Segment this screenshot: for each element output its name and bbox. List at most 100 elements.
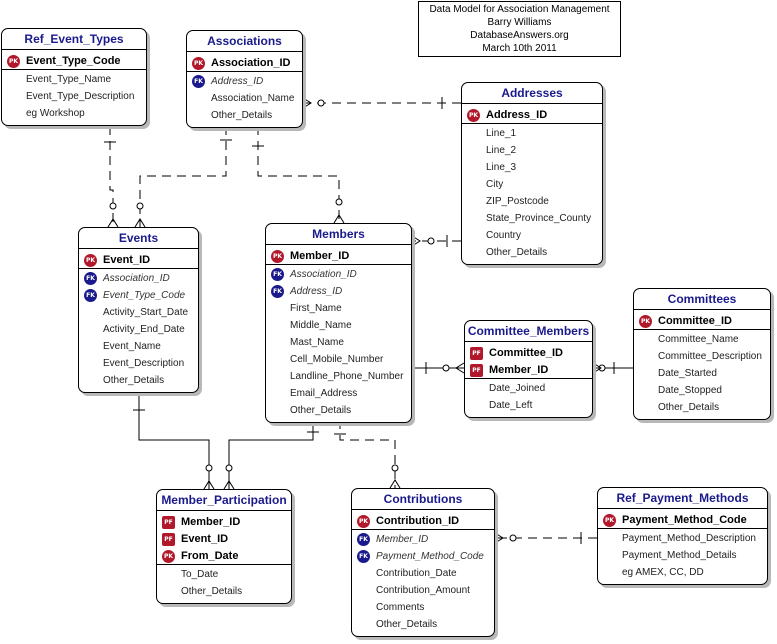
attribute-row: eg Workshop [2,105,146,122]
attribute-row: Comments [352,599,494,616]
optional-circle [442,364,450,372]
attribute-name: Activity_End_Date [103,324,185,335]
rel-associations-events [139,126,227,227]
pk-key-icon: PK [357,515,370,528]
pk-key-icon: PK [162,550,175,563]
attribute-name: City [486,179,504,190]
attribute-name: Committee_Name [658,334,739,345]
entity-title: Members [266,224,411,245]
attribute-row: eg AMEX, CC, DD [598,564,767,581]
attribute-name: Event_Type_Description [26,91,135,102]
entity-title: Member_Participation [157,490,291,511]
pk-key-icon: PK [84,254,97,267]
optional-circle [205,464,213,472]
attribute-row: Date_Joined [465,380,592,397]
note-line-author: Barry Williams [487,17,552,28]
attribute-name: Contribution_ID [376,515,460,527]
attribute-row: Other_Details [462,244,602,261]
attribute-row: Middle_Name [266,317,411,334]
rel-event-types-events [109,126,114,227]
optional-circle [335,198,343,206]
attribute-row: Landline_Phone_Number [266,368,411,385]
fk-key-icon: FK [357,533,370,546]
attribute-name: To_Date [181,569,219,580]
attribute-name: Cell_Mobile_Number [290,354,384,365]
pk-key-icon: PK [639,315,652,328]
attribute-row: First_Name [266,300,411,317]
attribute-row: Association_Name [187,90,302,107]
attribute-row: PK Contribution_ID [352,513,494,530]
attribute-name: Association_Name [211,93,295,104]
attribute-name: Member_ID [290,250,350,262]
fk-key-icon: FK [192,75,205,88]
attribute-name: First_Name [290,303,342,314]
crows-foot [411,235,421,247]
attribute-name: Event_Name [103,341,161,352]
attribute-row: Other_Details [157,583,291,600]
attribute-row: PK Committee_ID [634,313,770,330]
attribute-name: Other_Details [486,247,548,258]
pf-key-icon: PF [470,347,483,360]
attribute-name: Committee_ID [658,315,732,327]
note-line-title: Data Model for Association Management [429,4,610,15]
crows-foot [107,218,119,228]
attribute-name: Association_ID [103,273,170,284]
attribute-name: Committee_Description [658,351,762,362]
attribute-row: To_Date [157,566,291,583]
attribute-name: Member_ID [181,516,241,528]
attribute-row: Event_Type_Description [2,88,146,105]
attribute-row: City [462,176,602,193]
fk-key-icon: FK [357,550,370,563]
attribute-name: Line_3 [486,162,517,173]
attribute-row: Email_Address [266,385,411,402]
fk-key-icon: FK [271,268,284,281]
attribute-name: Date_Joined [489,383,546,394]
attribute-row: Line_2 [462,142,602,159]
attribute-name: Date_Left [489,400,533,411]
attribute-name: Activity_Start_Date [103,307,189,318]
attribute-name: Event_ID [103,254,151,266]
attribute-row: Activity_End_Date [79,321,198,338]
attribute-row: Committee_Description [634,348,770,365]
optional-circle [136,202,144,210]
attribute-row: Other_Details [634,399,770,416]
attribute-row: Payment_Method_Details [598,547,767,564]
attribute-name: Member_ID [489,364,549,376]
attribute-row: FK Association_ID [79,270,198,287]
crows-foot [302,97,312,109]
attribute-row: Activity_Start_Date [79,304,198,321]
attribute-name: Date_Stopped [658,385,722,396]
fk-key-icon: FK [271,285,284,298]
entity-title: Associations [187,31,302,52]
attribute-name: State_Province_County [486,213,592,224]
attribute-name: Other_Details [181,586,243,597]
attribute-row: Country [462,227,602,244]
pk-key-icon: PK [467,109,480,122]
crows-foot [592,362,602,374]
attribute-name: Address_ID [290,286,343,297]
rel-events-participation [138,394,210,489]
crows-foot [455,362,465,374]
attribute-name: Payment_Method_Description [622,533,756,544]
attribute-name: Member_ID [376,534,429,545]
attribute-name: Other_Details [658,402,720,413]
attribute-name: eg Workshop [26,108,85,119]
attribute-name: Contribution_Date [376,568,457,579]
attribute-name: Email_Address [290,388,358,399]
optional-circle [509,534,517,542]
optional-circle [317,99,325,107]
attribute-row: Other_Details [79,372,198,389]
crows-foot [494,532,504,544]
pf-key-icon: PF [470,364,483,377]
pk-key-icon: PK [192,57,205,70]
fk-key-icon: FK [84,272,97,285]
optional-circle [427,237,435,245]
